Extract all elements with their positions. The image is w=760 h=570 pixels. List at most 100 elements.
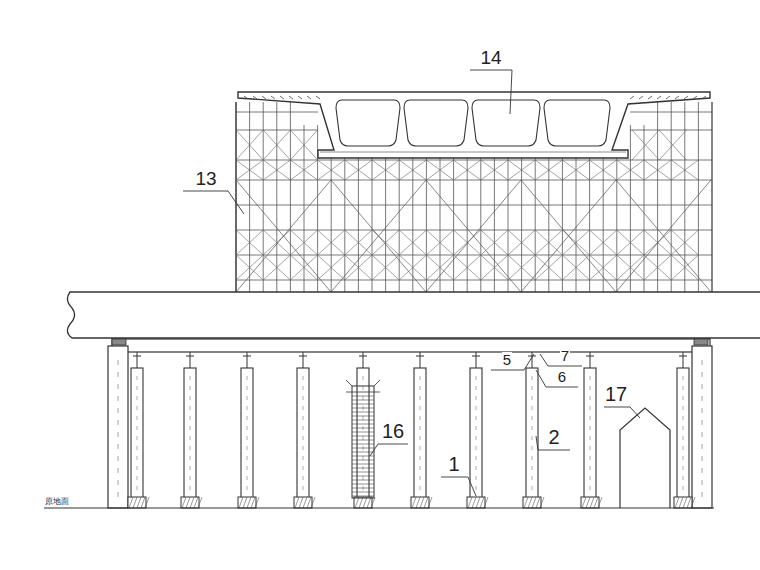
line-work xyxy=(331,180,426,292)
line-work xyxy=(345,230,372,255)
line-work xyxy=(454,255,481,280)
line-work xyxy=(476,476,477,480)
line-work xyxy=(630,96,634,99)
line-work xyxy=(594,497,598,508)
line-work xyxy=(620,408,670,508)
line-work xyxy=(236,160,263,180)
line-work xyxy=(112,339,710,352)
line-work xyxy=(118,420,119,425)
line-work xyxy=(702,456,703,461)
line-work xyxy=(247,456,248,460)
line-work xyxy=(535,160,562,180)
line-work xyxy=(133,356,141,357)
line-work xyxy=(691,497,695,508)
line-work xyxy=(426,158,427,292)
line-work xyxy=(416,356,424,357)
line-work xyxy=(684,96,688,99)
line-work xyxy=(532,497,536,508)
line-work xyxy=(331,158,332,292)
line-work xyxy=(186,356,194,357)
line-work xyxy=(137,426,138,430)
line-work xyxy=(303,396,304,400)
line-work xyxy=(711,102,712,292)
line-work xyxy=(280,96,284,99)
line-work xyxy=(247,486,248,490)
line-work xyxy=(440,158,441,292)
line-work xyxy=(307,497,311,508)
line-work xyxy=(644,160,671,180)
line-work xyxy=(190,352,191,368)
line-work xyxy=(476,456,477,460)
line-work xyxy=(702,396,703,401)
line-work xyxy=(352,386,374,498)
line-work xyxy=(468,497,472,508)
line-work xyxy=(528,356,536,357)
line-work xyxy=(420,476,421,480)
line-work xyxy=(683,426,684,430)
line-work xyxy=(345,255,372,280)
line-work xyxy=(236,112,318,113)
line-work xyxy=(590,456,591,460)
line-work xyxy=(118,468,119,473)
line-work xyxy=(694,339,708,345)
line-work xyxy=(683,446,684,450)
line-work xyxy=(247,376,248,380)
line-work xyxy=(372,160,399,180)
line-work xyxy=(239,497,243,508)
line-work xyxy=(548,366,582,367)
line-work xyxy=(426,160,453,180)
line-work xyxy=(299,497,303,508)
line-work xyxy=(355,497,359,508)
line-work xyxy=(470,368,482,498)
callout-number: 16 xyxy=(381,421,405,441)
line-work xyxy=(535,230,562,255)
line-work xyxy=(426,180,521,292)
line-work xyxy=(540,354,548,366)
line-work xyxy=(303,456,304,460)
line-work xyxy=(352,460,374,461)
line-work xyxy=(523,497,541,508)
line-work xyxy=(589,158,590,292)
line-work xyxy=(679,356,687,357)
line-work xyxy=(521,158,522,292)
line-work xyxy=(276,102,277,292)
line-work xyxy=(644,255,671,280)
line-work xyxy=(346,380,352,386)
line-work xyxy=(532,466,533,470)
line-work xyxy=(476,406,477,410)
line-work xyxy=(484,497,488,508)
line-work xyxy=(399,160,426,180)
line-work xyxy=(352,484,374,485)
line-work xyxy=(521,180,616,292)
line-work xyxy=(590,466,591,470)
line-work xyxy=(630,407,640,418)
line-work xyxy=(363,476,364,480)
line-work xyxy=(581,497,599,508)
line-work xyxy=(372,158,373,292)
line-work xyxy=(671,102,672,292)
line-work xyxy=(294,497,312,508)
line-work xyxy=(562,255,589,280)
line-work xyxy=(679,497,683,508)
line-work xyxy=(363,352,364,368)
line-work xyxy=(683,476,684,480)
line-work xyxy=(299,356,307,357)
line-work xyxy=(687,497,691,508)
line-work xyxy=(666,96,670,99)
line-work xyxy=(198,497,202,508)
line-work xyxy=(238,92,710,158)
line-work xyxy=(702,372,703,377)
line-work xyxy=(118,492,119,497)
line-work xyxy=(532,436,533,440)
line-work xyxy=(644,125,645,292)
line-work xyxy=(251,497,255,508)
line-work xyxy=(303,446,304,450)
line-work xyxy=(241,368,253,498)
line-work xyxy=(184,368,196,498)
line-work xyxy=(399,230,426,255)
line-work xyxy=(372,255,399,280)
line-work xyxy=(420,446,421,450)
line-work xyxy=(181,497,199,508)
line-work xyxy=(190,416,191,420)
line-work xyxy=(346,392,380,393)
